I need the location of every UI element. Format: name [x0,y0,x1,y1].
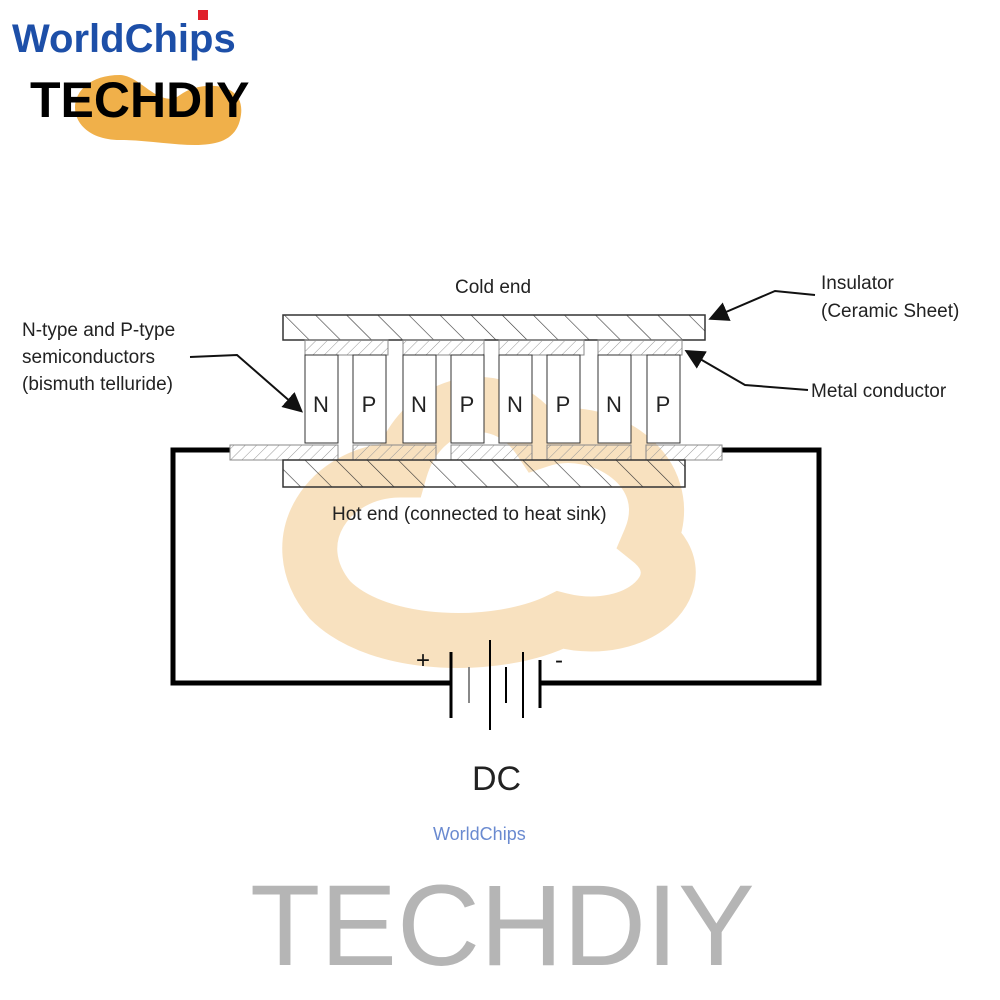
dc-label: DC [472,760,521,798]
pellet-label: N [606,392,622,417]
pellet-label: N [507,392,523,417]
pellet-label: P [362,392,377,417]
watermark-small: WorldChips [433,824,526,844]
logo-cloud-icon [75,75,242,145]
battery-icon [449,640,542,730]
watermark-text: TECHDIY [250,862,755,990]
cold-end-label: Cold end [455,277,531,298]
pellet-label: N [313,392,329,417]
circuit-wires [170,447,822,686]
pellet-label: P [460,392,475,417]
semiconductor-label-2: semiconductors [22,347,155,368]
top-metal-conductors [304,339,683,356]
pellet-label: P [656,392,671,417]
callout-arrows [189,289,816,413]
bottom-metal-conductors [229,444,723,461]
pellet-label: N [411,392,427,417]
watermark: WorldChips TECHDIY [250,824,755,990]
top-ceramic-insulator [282,314,706,341]
semiconductor-label-3: (bismuth telluride) [22,374,173,395]
minus-label: - [555,647,563,674]
logo-brand: WorldChips [12,17,236,61]
logo-sub: TECHDIY [30,72,249,128]
insulator-label-sub: (Ceramic Sheet) [821,301,959,322]
plus-label: + [416,647,430,674]
semiconductor-label: N-type and P-type [22,320,175,341]
logo: WorldChips TECHDIY [12,10,249,145]
metal-conductor-label: Metal conductor [811,381,947,402]
semiconductor-pellets: N P N P N P N P [304,354,681,444]
bottom-ceramic-insulator [282,459,686,488]
logo-dot [198,10,208,20]
insulator-label: Insulator [821,273,895,294]
hot-end-label: Hot end (connected to heat sink) [332,504,607,525]
pellet-label: P [556,392,571,417]
